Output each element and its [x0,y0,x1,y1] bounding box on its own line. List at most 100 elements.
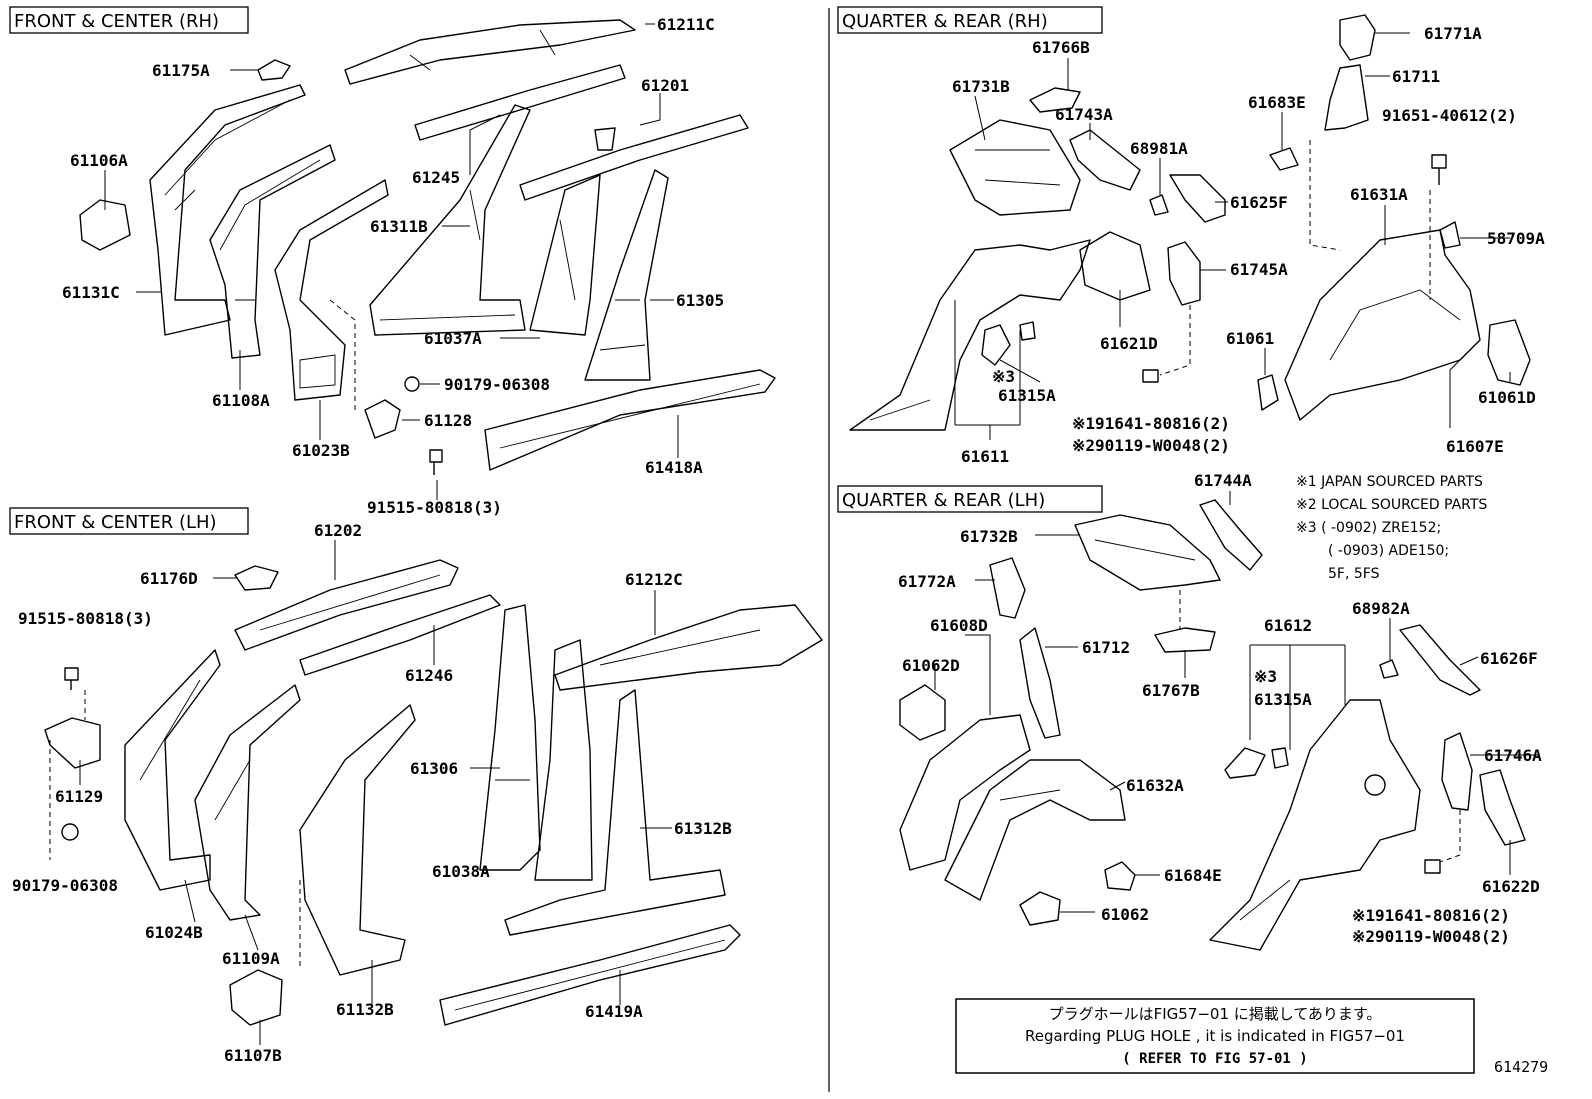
label-61062d: 61062D [902,656,960,675]
label-61612: 61612 [1264,616,1312,635]
label-61743a: 61743A [1055,105,1113,124]
wheel-house-inner-61631a [1284,229,1481,421]
label-61175a: 61175A [152,61,210,80]
bolt-icon-lh-2 [1424,859,1441,874]
label-58709a: 58709A [1487,229,1545,248]
bracket-61315a-lh [1224,747,1289,779]
extension-61745a [1167,241,1201,306]
part-labels: 61211C 61175A 61201 61106A 61245 61311B … [12,15,1545,1065]
bracket-61062d [899,684,946,741]
label-61418a: 61418A [645,458,703,477]
label-61683e: 61683E [1248,93,1306,112]
bracket-61767b [1154,627,1216,653]
label-61608d: 61608D [930,616,988,635]
roof-side-rail-outer-61212c [554,604,823,691]
label-61202: 61202 [314,521,362,540]
bracket-61744a [1199,499,1263,571]
label-61684e: 61684E [1164,866,1222,885]
bracket-61176d [234,565,279,591]
section-front-center-lh: FRONT & CENTER (LH) [9,507,823,1026]
bracket-61683e [1269,147,1299,171]
rocker-panel-lh-61419a [439,924,741,1026]
extension-61625f [1169,174,1226,223]
bracket-68981a [1149,194,1169,216]
wheel-house-outer-61632a [944,759,1126,901]
notice-line-3: ( REFER TO FIG 57-01 ) [1122,1051,1307,1067]
sourcing-legend: ※1 JAPAN SOURCED PARTS ※2 LOCAL SOURCED … [1296,474,1487,582]
section-title-front-rh: FRONT & CENTER (RH) [14,11,219,32]
roof-rail-61245 [414,64,626,141]
label-61306: 61306 [410,759,458,778]
bracket-61315a-rh [981,321,1036,366]
rocker-panel-61418a [484,369,776,471]
label-61038a: 61038A [432,862,490,881]
label-61061: 61061 [1226,329,1274,348]
bracket-61684e [1104,861,1136,891]
section-quarter-rear-rh: QUARTER & REAR (RH) [837,6,1531,431]
figure-number: 614279 [1494,1058,1548,1076]
label-61212c: 61212C [625,570,683,589]
gusset-61129 [44,717,101,769]
notice-line-1: プラグホールはFIG57−01 に掲載してあります。 [1049,1005,1382,1023]
section-title-quarter-rh: QUARTER & REAR (RH) [842,11,1048,32]
front-pillar-lh-61024b [124,649,221,891]
legend-line-5: 5F, 5FS [1328,566,1380,582]
roof-side-rail-inner-61202 [234,559,459,651]
label-61626f: 61626F [1480,649,1538,668]
section-front-center-rh: FRONT & CENTER (RH) [9,6,776,475]
label-61128: 61128 [424,411,472,430]
pillar-61712 [1019,627,1061,739]
bracket-61766b [1029,87,1081,113]
label-61311b: 61311B [370,217,428,236]
label-61767b: 61767B [1142,681,1200,700]
label-61176d: 61176D [140,569,198,588]
center-pillar-inner-lh-61038a [534,639,593,881]
mark-3-lh: ※3 [1254,667,1277,686]
plug-hole-notice: プラグホールはFIG57−01 に掲載してあります。 Regarding PLU… [955,998,1475,1074]
label-91515-80818-a: 91515-80818(3) [367,498,502,517]
section-title-quarter-lh: QUARTER & REAR (LH) [842,490,1045,511]
label-90179-06308-a: 90179-06308 [444,375,550,394]
label-61419a: 61419A [585,1002,643,1021]
wheel-house-outer-61621d [1079,231,1151,301]
pillar-lower-61023b [274,179,389,401]
leader-lines [79,23,1538,1045]
label-61771a: 61771A [1424,24,1482,43]
bracket-61771a [1339,14,1376,61]
bracket-61061 [1257,374,1279,411]
extension-61626f [1399,624,1481,696]
roof-side-rail-inner-61201 [519,114,749,201]
legend-line-3: ※3 ( -0902) ZRE152; [1296,520,1441,536]
label-61037a: 61037A [424,329,482,348]
label-61201: 61201 [641,76,689,95]
label-61109a: 61109A [222,949,280,968]
lh-fastener-note-1: ※191641-80816(2) [1352,906,1510,925]
inner-pillar-lh-61109a [194,684,301,921]
label-61129: 61129 [55,787,103,806]
label-61711: 61711 [1392,67,1440,86]
label-61611: 61611 [961,447,1009,466]
rh-fastener-note-2: ※290119-W0048(2) [1072,436,1230,455]
label-61766b: 61766B [1032,38,1090,57]
label-61622d: 61622D [1482,877,1540,896]
legend-line-4: ( -0903) ADE150; [1328,543,1449,559]
bracket-61175a [257,59,291,81]
bracket-61772a [989,557,1026,619]
bolt-icon-rh [1142,369,1159,383]
bolt-icon-rh-2 [1431,154,1447,185]
label-61131c: 61131C [62,283,120,302]
bracket-61062 [1019,891,1061,926]
wheel-house-inner-61732b [1074,514,1221,591]
section-quarter-rear-lh: QUARTER & REAR (LH) [837,485,1526,951]
pillar-61711 [1324,64,1369,131]
roof-side-rail-outer [344,19,636,85]
reinforcement-61743a [1069,129,1141,191]
label-61745a: 61745A [1230,260,1288,279]
label-61023b: 61023B [292,441,350,460]
label-61631a: 61631A [1350,185,1408,204]
quarter-panel-61611 [849,239,1091,431]
inner-pillar-61108a [209,144,336,359]
gusset-61107b [229,969,283,1026]
label-61245: 61245 [412,168,460,187]
